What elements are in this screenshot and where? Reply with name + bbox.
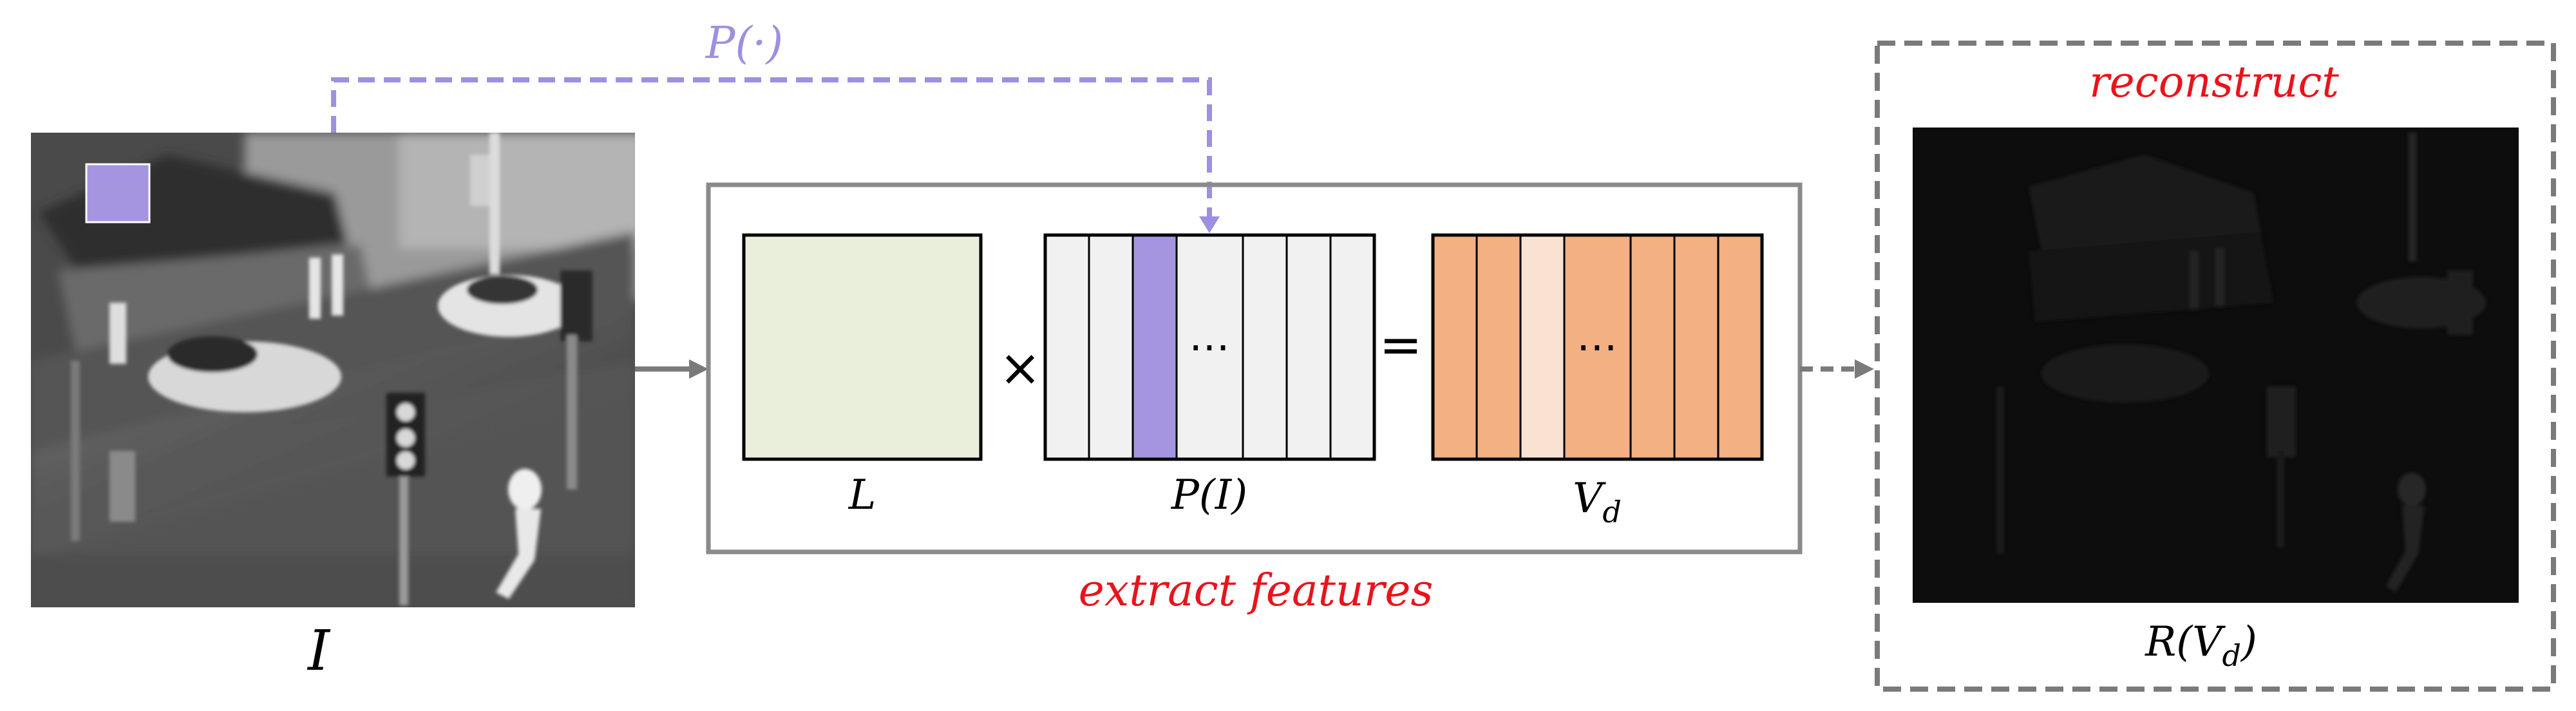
- result-label-base: V: [1573, 475, 1606, 522]
- projected-col-highlight: [1132, 234, 1178, 460]
- projected-col-5: [1242, 234, 1288, 460]
- result-col-5: [1629, 234, 1676, 460]
- recon-label-prefix: R(V: [2145, 618, 2226, 666]
- projected-col-1: [1044, 234, 1090, 460]
- input-image: [31, 133, 635, 607]
- reconstruct-label: reconstruct: [2089, 57, 2339, 107]
- projected-matrix: ⋯: [1043, 233, 1376, 461]
- result-ellipsis: ⋯: [1577, 323, 1618, 371]
- projected-col-2: [1088, 234, 1134, 460]
- matrix-L: [742, 233, 983, 461]
- projected-matrix-border: [1043, 233, 1376, 461]
- reconstruct-frame: [1875, 41, 2556, 692]
- result-col-6: [1673, 234, 1719, 460]
- output-arrow: [1800, 359, 1874, 379]
- projection-connector: [331, 77, 1220, 233]
- projected-ellipsis: ⋯: [1189, 323, 1230, 371]
- input-image-label: I: [307, 619, 331, 683]
- result-matrix-border: [1431, 233, 1764, 461]
- result-col-2: [1475, 234, 1522, 460]
- reconstructed-image: [1913, 128, 2519, 603]
- projected-label: P(I): [1171, 471, 1247, 519]
- projection-arrowhead: [1199, 216, 1220, 233]
- recon-label-subscript: d: [2222, 638, 2240, 673]
- patch-marker: [85, 163, 151, 223]
- result-col-7: [1717, 234, 1763, 460]
- reconstructed-label: R(Vd): [2145, 618, 2257, 673]
- result-label: Vd: [1573, 475, 1622, 529]
- matrix-L-label: L: [848, 471, 876, 519]
- equals-sign: =: [1379, 315, 1422, 375]
- projected-col-6: [1285, 234, 1332, 460]
- recon-label-suffix: ): [2240, 618, 2257, 666]
- input-arrow: [635, 359, 708, 379]
- extract-features-label: extract features: [1079, 565, 1434, 616]
- multiply-sign: ×: [999, 339, 1041, 397]
- result-col-light: [1519, 234, 1566, 460]
- result-matrix: ⋯: [1431, 233, 1764, 461]
- projection-label: P(·): [705, 18, 783, 69]
- projected-col-7: [1329, 234, 1376, 460]
- result-label-subscript: d: [1602, 495, 1621, 529]
- result-col-1: [1432, 234, 1478, 460]
